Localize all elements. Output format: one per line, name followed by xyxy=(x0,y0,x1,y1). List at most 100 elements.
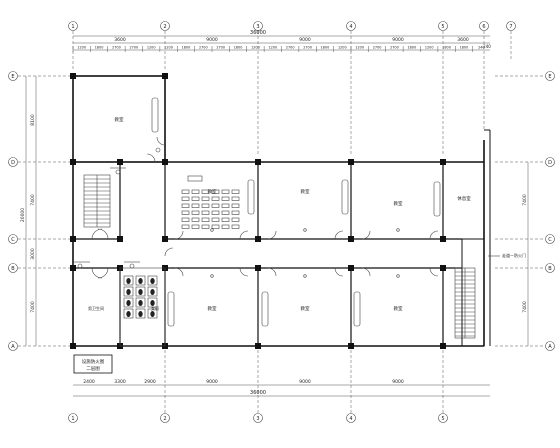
svg-text:D: D xyxy=(11,160,15,166)
axis-grid-lines xyxy=(18,31,545,413)
column-axis-2-bottom: 2 xyxy=(160,413,170,423)
svg-text:6: 6 xyxy=(482,24,485,30)
student-desk xyxy=(231,203,240,208)
top-group-dim: 9000 xyxy=(206,37,218,43)
column-axis-6: 6 xyxy=(479,21,489,31)
student-desk xyxy=(181,224,190,229)
toilet-stall xyxy=(147,297,158,308)
toilet-stall xyxy=(147,308,158,319)
bottom-segment-dim: 3300 xyxy=(114,379,126,385)
top-segment-dim: 1200 xyxy=(268,46,277,50)
student-desk xyxy=(231,210,240,215)
toilet-fixture xyxy=(126,278,131,284)
toilet-stall xyxy=(135,286,146,297)
student-desk xyxy=(181,189,190,194)
fixture-marks xyxy=(74,147,400,278)
svg-text:2: 2 xyxy=(163,416,166,422)
title-line-1: 设施防火图 xyxy=(82,358,105,365)
room-label: 教室 xyxy=(301,305,310,312)
top-segment-dim: 2700 xyxy=(390,46,399,50)
student-desk xyxy=(181,196,190,201)
svg-text:4: 4 xyxy=(349,416,352,422)
column-axis-3: 3 xyxy=(253,21,263,31)
room-label: 教室 xyxy=(208,188,217,195)
student-desk xyxy=(201,217,210,222)
building-walls xyxy=(72,75,491,347)
row-axis-b-left: B xyxy=(8,263,18,273)
room-label: 休息室 xyxy=(457,195,471,202)
svg-text:B: B xyxy=(548,266,552,272)
student-desk xyxy=(181,203,190,208)
top-segment-dim: 1200 xyxy=(147,46,156,50)
column-axis-4-bottom: 4 xyxy=(346,413,356,423)
student-desk xyxy=(211,210,220,215)
student-desk xyxy=(201,224,210,229)
room-label: 教室 xyxy=(208,305,217,312)
right-dimensions: 7400 7400 xyxy=(522,162,529,346)
svg-text:D: D xyxy=(548,160,552,166)
svg-text:7: 7 xyxy=(509,24,512,30)
student-desk xyxy=(231,196,240,201)
toilet-fixture xyxy=(138,311,143,317)
toilet-fixture xyxy=(138,300,143,306)
top-segment-dim: 240 xyxy=(478,46,484,50)
row-axes: E D C B A E D C xyxy=(8,71,555,351)
top-segment-dim: 1200 xyxy=(164,46,173,50)
room-labels: 教室 教室 教室 教室 休息室 教室 教室 教室 男卫生间 女厕 xyxy=(88,116,471,312)
title-box: 设施防火图 二层图 xyxy=(73,354,113,374)
left-part-dim: 7400 xyxy=(30,301,36,313)
blackboards xyxy=(151,97,441,327)
bottom-segment-dim: 9000 xyxy=(206,379,218,385)
toilet-stall xyxy=(135,297,146,308)
top-group-dim: 9000 xyxy=(392,37,404,43)
student-desk xyxy=(221,189,230,194)
svg-text:3: 3 xyxy=(256,416,259,422)
svg-text:C: C xyxy=(548,237,552,243)
top-segment-dim: 2700 xyxy=(129,46,138,50)
corridor-note-text: 走道—防火门 xyxy=(502,252,526,258)
room-label: 教室 xyxy=(301,188,310,195)
student-desk xyxy=(221,224,230,229)
student-desk xyxy=(191,203,200,208)
column-axis-5: 5 xyxy=(438,21,448,31)
student-desk xyxy=(181,210,190,215)
student-desk xyxy=(201,203,210,208)
svg-text:3: 3 xyxy=(256,24,259,30)
student-desk xyxy=(191,210,200,215)
teacher-desk xyxy=(187,175,203,182)
toilet-stall xyxy=(135,308,146,319)
toilet-fixture xyxy=(126,300,131,306)
svg-text:2: 2 xyxy=(163,24,166,30)
left-overall-dim: 20000 xyxy=(20,208,26,222)
column-axis-4: 4 xyxy=(346,21,356,31)
column-axis-5-bottom: 5 xyxy=(438,413,448,423)
column-axis-1-bottom: 1 xyxy=(68,413,78,423)
left-dimensions: 20000 8100 7400 3000 7400 xyxy=(20,76,37,346)
student-desk xyxy=(221,217,230,222)
top-segment-dim: 1800 xyxy=(234,46,243,50)
top-segment-dim: 2700 xyxy=(216,46,225,50)
student-desk xyxy=(191,196,200,201)
student-desk xyxy=(181,217,190,222)
column-axis-2: 2 xyxy=(160,21,170,31)
stair-left xyxy=(83,174,111,228)
top-segment-dim: 1200 xyxy=(338,46,347,50)
top-segment-dim: 1800 xyxy=(442,46,451,50)
toilet-stall xyxy=(123,275,134,286)
student-desk xyxy=(221,196,230,201)
student-desk xyxy=(211,217,220,222)
left-part-dim: 3000 xyxy=(30,248,36,260)
bottom-segment-dim: 9000 xyxy=(299,379,311,385)
left-part-dim: 7400 xyxy=(30,194,36,206)
student-desk xyxy=(211,196,220,201)
toilet-fixture xyxy=(126,289,131,295)
toilet-stall xyxy=(147,286,158,297)
svg-text:A: A xyxy=(548,344,552,350)
right-part-dim: 7400 xyxy=(522,301,528,313)
toilet-stall xyxy=(123,297,134,308)
room-label: 教室 xyxy=(394,305,403,312)
row-axis-d-right: D xyxy=(545,157,555,167)
student-desk xyxy=(211,189,220,194)
